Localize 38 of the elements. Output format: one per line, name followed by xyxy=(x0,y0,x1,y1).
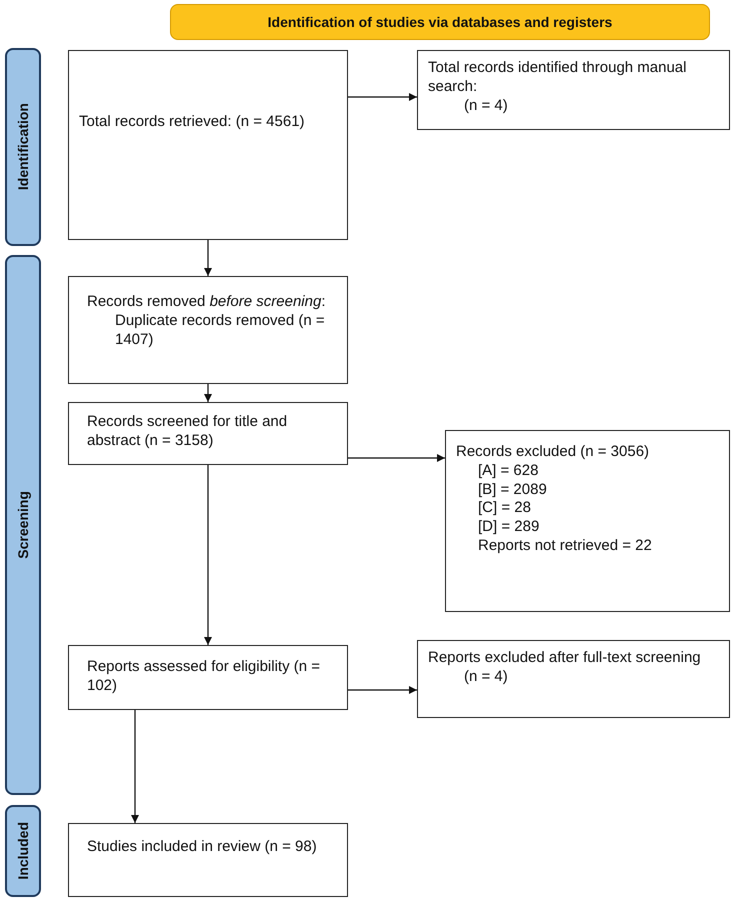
arrow xyxy=(131,710,139,823)
process-box xyxy=(417,50,730,130)
process-box xyxy=(68,50,348,240)
box-text: Duplicate records removed (n = 1407) xyxy=(115,312,326,350)
box-text: Total records identified through manual search: xyxy=(428,59,688,96)
box-text: Records removed before screening: xyxy=(87,293,326,312)
phase-label: Screening xyxy=(15,491,31,559)
process-box xyxy=(417,640,730,718)
phase-band xyxy=(5,255,41,795)
arrow xyxy=(204,240,212,276)
phase-band xyxy=(5,805,41,897)
box-text: Total records retrieved: (n = 4561) xyxy=(79,113,306,132)
arrow xyxy=(204,384,212,402)
section-header: Identification of studies via databases and registers xyxy=(170,4,710,40)
box-text: [D] = 289 xyxy=(478,518,540,537)
box-text: Reports assessed for eligibility (n = 102) xyxy=(87,658,322,696)
box-text: [A] = 628 xyxy=(478,462,540,480)
phase-label: Included xyxy=(15,822,31,880)
box-text: Records screened for title and abstract (n = 3158) xyxy=(87,413,288,450)
box-text: (n = 4) xyxy=(464,96,509,116)
box-text: (n = 4) xyxy=(464,668,509,686)
box-text: Reports excluded after full-text screening xyxy=(428,649,702,668)
arrow xyxy=(348,686,417,694)
arrow xyxy=(204,465,212,645)
box-text: [B] = 2089 xyxy=(478,480,548,500)
arrow xyxy=(348,454,445,462)
box-text: Reports not retrieved = 22 xyxy=(478,536,653,556)
phase-label: Identification xyxy=(15,103,31,191)
arrow xyxy=(348,93,417,101)
process-box xyxy=(68,402,348,465)
phase-band xyxy=(5,48,41,246)
box-text: [C] = 28 xyxy=(478,499,532,518)
process-box xyxy=(445,430,730,612)
process-box xyxy=(68,823,348,897)
box-text: Studies included in review (n = 98) xyxy=(87,838,318,857)
process-box xyxy=(68,645,348,710)
process-box xyxy=(68,276,348,384)
box-text: Records excluded (n = 3056) xyxy=(456,443,650,462)
